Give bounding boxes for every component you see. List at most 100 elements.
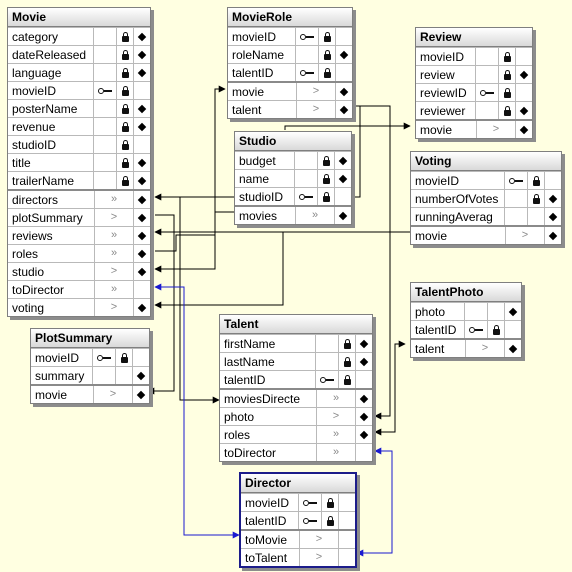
- relationship-row[interactable]: directors»: [8, 189, 150, 208]
- entity-title[interactable]: Director: [241, 474, 355, 493]
- entity-title[interactable]: Voting: [411, 152, 561, 171]
- primary-key-icon-cell: [93, 154, 116, 171]
- entity-title[interactable]: Talent: [220, 315, 372, 334]
- relationship-connector[interactable]: [356, 451, 393, 557]
- relationship-row[interactable]: talent>: [228, 100, 352, 118]
- attribute-row[interactable]: movieID: [411, 171, 561, 189]
- attribute-row[interactable]: name: [235, 169, 351, 187]
- relationship-name: voting: [12, 300, 45, 315]
- relationship-connector[interactable]: [357, 447, 393, 554]
- attribute-row[interactable]: trailerName: [8, 171, 150, 189]
- relationship-row[interactable]: talent>: [411, 338, 521, 357]
- relationship-row[interactable]: roles»: [220, 425, 372, 443]
- relationship-row[interactable]: movie>: [31, 384, 149, 403]
- relationship-row[interactable]: toMovie>: [241, 529, 355, 548]
- attribute-row[interactable]: movieID: [241, 493, 355, 511]
- diamond-icon: [508, 344, 518, 353]
- lock-icon: [322, 155, 330, 166]
- relationship-row[interactable]: roles»: [8, 244, 150, 262]
- lock-icon: [121, 85, 129, 96]
- attribute-row[interactable]: talentID: [220, 370, 372, 388]
- lock-icon-cell: [317, 188, 334, 205]
- attribute-row[interactable]: photo: [411, 302, 521, 320]
- attribute-row[interactable]: category: [8, 27, 150, 45]
- relationship-row[interactable]: toDirector»: [8, 280, 150, 298]
- relationship-row[interactable]: plotSummary>: [8, 208, 150, 226]
- relationship-row[interactable]: voting>: [8, 298, 150, 316]
- lock-icon-cell: [338, 371, 355, 388]
- entity-title[interactable]: TalentPhoto: [411, 283, 521, 302]
- entity-title[interactable]: Studio: [235, 132, 351, 151]
- attribute-row[interactable]: studioID: [8, 135, 150, 153]
- class-property-cell: [133, 191, 150, 208]
- relationship-connector[interactable]: [154, 232, 284, 309]
- relationship-row[interactable]: movie>: [228, 81, 352, 100]
- attribute-row[interactable]: runningAverag: [411, 207, 561, 225]
- primary-key-icon-cell: [93, 46, 116, 63]
- attribute-row[interactable]: summary: [31, 366, 149, 384]
- attribute-row[interactable]: talentID: [241, 511, 355, 529]
- attribute-row[interactable]: language: [8, 63, 150, 81]
- diamond-icon: [136, 371, 146, 380]
- attribute-row[interactable]: revenue: [8, 117, 150, 135]
- primary-key-icon-cell: [504, 208, 527, 225]
- relationship-row[interactable]: toDirector»: [220, 443, 372, 461]
- lock-icon: [121, 157, 129, 168]
- relationship-row[interactable]: studio>: [8, 262, 150, 280]
- entity-title[interactable]: MovieRole: [228, 8, 352, 27]
- relationship-row[interactable]: reviews»: [8, 226, 150, 244]
- attribute-row[interactable]: title: [8, 153, 150, 171]
- lock-icon: [326, 497, 334, 508]
- relationship-connector[interactable]: [355, 105, 391, 420]
- attribute-row[interactable]: dateReleased: [8, 45, 150, 63]
- relationship-connector[interactable]: [155, 85, 226, 252]
- attribute-row[interactable]: talentID: [228, 63, 352, 81]
- relationship-row[interactable]: movie>: [416, 119, 532, 138]
- relationship-row[interactable]: moviesDirecte»: [220, 388, 372, 407]
- attribute-row[interactable]: lastName: [220, 352, 372, 370]
- attribute-row[interactable]: movieID: [416, 47, 532, 65]
- relationship-connector[interactable]: [154, 211, 234, 273]
- relationship-cardinality-arrow: >: [93, 386, 132, 403]
- relationship-row[interactable]: movie>: [411, 225, 561, 244]
- attribute-row[interactable]: reviewer: [416, 101, 532, 119]
- attribute-row[interactable]: talentID: [411, 320, 521, 338]
- relationship-connector[interactable]: [147, 214, 175, 395]
- attribute-row[interactable]: roleName: [228, 45, 352, 63]
- primary-key-icon-cell: [464, 321, 487, 338]
- lock-icon-cell: [498, 102, 515, 119]
- attribute-row[interactable]: movieID: [8, 81, 150, 99]
- attribute-row[interactable]: budget: [235, 151, 351, 169]
- attribute-row[interactable]: posterName: [8, 99, 150, 117]
- attribute-row[interactable]: review: [416, 65, 532, 83]
- attribute-row[interactable]: movieID: [228, 27, 352, 45]
- relationship-connector[interactable]: [375, 340, 406, 433]
- entity-title[interactable]: Review: [416, 28, 532, 47]
- relationship-row[interactable]: photo>: [220, 407, 372, 425]
- relationship-cardinality-arrow: >: [299, 549, 338, 566]
- attribute-row[interactable]: studioID: [235, 187, 351, 205]
- relationship-connector[interactable]: [154, 283, 239, 536]
- entity-title[interactable]: Movie: [8, 8, 150, 27]
- attribute-row[interactable]: firstName: [220, 334, 372, 352]
- relationship-row[interactable]: toTalent>: [241, 548, 355, 566]
- relationship-connector[interactable]: [179, 197, 220, 404]
- entity-title[interactable]: PlotSummary: [31, 329, 149, 348]
- attribute-row[interactable]: numberOfVotes: [411, 189, 561, 207]
- lock-icon-cell: [116, 136, 133, 153]
- attribute-row[interactable]: movieID: [31, 348, 149, 366]
- relationship-connector[interactable]: [284, 122, 411, 130]
- lock-icon-cell: [487, 303, 504, 320]
- primary-key-icon-cell: [298, 512, 321, 529]
- relationship-row[interactable]: movies»: [235, 205, 351, 224]
- attribute-row[interactable]: reviewID: [416, 83, 532, 101]
